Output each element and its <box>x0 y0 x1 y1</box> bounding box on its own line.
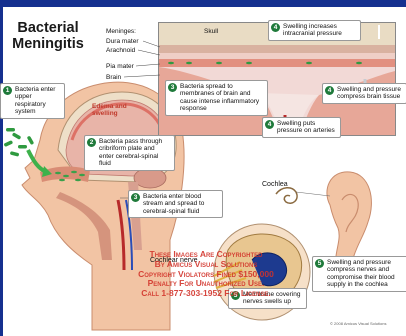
callout-text: Swelling and pressure compress brain tis… <box>337 86 401 100</box>
callout-text: Bacteria pass through cribriform plate a… <box>99 138 162 167</box>
copyright-watermark: These Images Are Copyrighted By Amicus V… <box>86 250 326 299</box>
label-cochlea: Cochlea <box>262 181 288 188</box>
callout-text: Swelling and pressure compress nerves an… <box>327 259 395 288</box>
label-dura-mater: Dura mater <box>106 38 139 45</box>
callout-text: Bacteria enter upper respiratory system <box>15 86 55 115</box>
label-edema: Edema and swelling <box>92 103 134 118</box>
label-skull: Skull <box>204 28 218 35</box>
callout-text: Bacteria enter blood stream and spread t… <box>143 193 204 215</box>
callout-step-4-arteries: 4 Swelling puts pressure on arteries <box>262 117 341 138</box>
watermark-line: Call 1-877-303-1952 For License. <box>86 289 326 299</box>
label-arachnoid: Arachnoid <box>106 47 135 54</box>
step-number-badge: 3 <box>131 193 140 202</box>
cerebellum <box>134 168 166 188</box>
callout-text: Bacteria spread to membranes of brain an… <box>180 83 259 112</box>
label-brain: Brain <box>106 74 121 81</box>
callout-step-1: 1 Bacteria enter upper respiratory syste… <box>0 83 65 119</box>
step-number-badge: 3 <box>168 83 177 92</box>
callout-text: Swelling increases intracranial pressure <box>283 23 342 37</box>
step-number-badge: 1 <box>3 86 12 95</box>
step-number-badge: 4 <box>271 23 280 32</box>
step-number-badge: 4 <box>325 86 334 95</box>
callout-step-4-intracranial: 4 Swelling increases intracranial pressu… <box>268 20 361 41</box>
callout-step-3-meninges: 3 Bacteria spread to membranes of brain … <box>165 80 268 116</box>
callout-step-5-nerves: 5 Swelling and pressure compress nerves … <box>312 256 406 292</box>
label-pia-mater: Pia mater <box>106 63 134 70</box>
label-meninges: Meninges: <box>106 28 136 35</box>
callout-text: Swelling puts pressure on arteries <box>277 120 335 134</box>
callout-step-2: 2 Bacteria pass through cribriform plate… <box>84 135 175 171</box>
inner-ear-small <box>276 188 297 204</box>
step-number-badge: 4 <box>265 120 274 129</box>
copyright-notice: © 2008 Amicus Visual Solutions <box>330 321 386 326</box>
callout-step-3-bloodstream: 3 Bacteria enter blood stream and spread… <box>128 190 223 218</box>
step-number-badge: 2 <box>87 138 96 147</box>
callout-step-4-brain-tissue: 4 Swelling and pressure compress brain t… <box>322 83 406 104</box>
